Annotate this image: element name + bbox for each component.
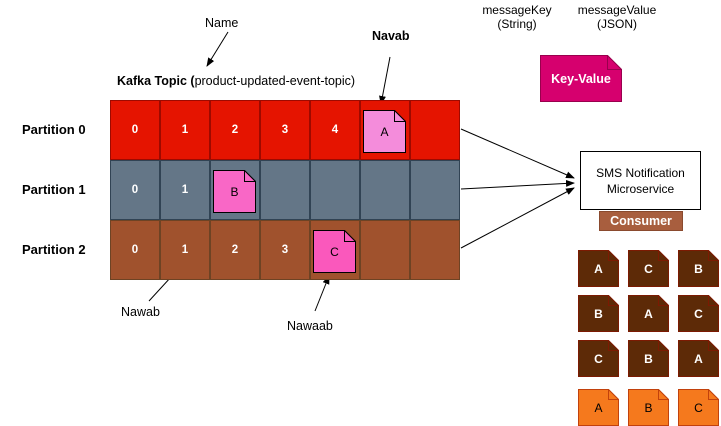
message-note-C: C: [313, 230, 356, 273]
consumed-note-r3-c1-label: B: [644, 400, 653, 415]
consumed-note-r2-c0-label: C: [594, 351, 603, 366]
consumed-note-r1-c2-label: C: [694, 306, 703, 321]
partition-0-cell-2: 2: [210, 100, 260, 160]
topic-title: Kafka Topic (product-updated-event-topic…: [117, 74, 355, 88]
partition-2-cell-6: [410, 220, 460, 280]
consumed-note-r1-c2: C: [678, 295, 719, 332]
partition-1-cell-0: 0: [110, 160, 160, 220]
key-value-note: Key-Value: [540, 55, 622, 102]
name-annotation: Name: [205, 16, 239, 30]
message-key-line1: messageKey: [482, 3, 552, 17]
message-note-A-label: A: [380, 124, 389, 139]
nawab-annotation: Nawab: [121, 305, 160, 319]
partition1-to-consumer-arrow: [460, 179, 575, 190]
partition-0-cell-0: 0: [110, 100, 160, 160]
partition-0-cell-1: 1: [160, 100, 210, 160]
consumed-note-r1-c1: A: [628, 295, 669, 332]
consumer-badge: Consumer: [599, 211, 683, 231]
partition-1-cell-4: [310, 160, 360, 220]
consumed-note-r2-c0: C: [578, 340, 619, 377]
consumed-note-r0-c0: A: [578, 250, 619, 287]
partition-2-cell-3: 3: [260, 220, 310, 280]
consumed-note-r3-c0: A: [578, 389, 619, 426]
topic-title-rest: product-updated-event-topic): [194, 74, 356, 88]
nawaab-arrow: [314, 275, 330, 312]
partition-label-0: Partition 0: [22, 122, 86, 137]
message-note-A: A: [363, 110, 406, 153]
sms-microservice-line1: SMS Notification: [596, 165, 685, 180]
partition2-to-consumer-arrow: [460, 187, 575, 249]
message-note-C-label: C: [330, 244, 339, 259]
topic-title-bold: Kafka Topic (: [117, 74, 195, 88]
partition-1-cell-5: [360, 160, 410, 220]
message-key-line2: (String): [497, 17, 537, 31]
nawaab-annotation: Nawaab: [287, 319, 333, 333]
key-value-note-label: Key-Value: [551, 71, 611, 86]
message-value-label: messageValue (JSON): [574, 3, 660, 31]
consumed-note-r3-c2-label: C: [694, 400, 703, 415]
consumed-note-r0-c1-label: C: [644, 261, 653, 276]
partition-0-cell-4: 4: [310, 100, 360, 160]
consumed-note-r1-c0-label: B: [594, 306, 603, 321]
partition-0-cell-3: 3: [260, 100, 310, 160]
consumed-note-r0-c2: B: [678, 250, 719, 287]
name-arrow: [206, 31, 229, 67]
partition0-to-consumer-arrow: [460, 128, 575, 179]
consumed-note-r1-c0: B: [578, 295, 619, 332]
consumed-note-r2-c2-label: A: [694, 351, 703, 366]
consumed-note-r0-c1: C: [628, 250, 669, 287]
partition-1-cell-1: 1: [160, 160, 210, 220]
partition-1-cell-3: [260, 160, 310, 220]
message-value-line2: (JSON): [597, 17, 637, 31]
consumed-note-r3-c0-label: A: [594, 400, 603, 415]
message-note-B-label: B: [230, 184, 239, 199]
sms-microservice-line2: Microservice: [606, 181, 675, 196]
partition-2-cell-0: 0: [110, 220, 160, 280]
partition-2-cell-1: 1: [160, 220, 210, 280]
consumed-note-r3-c2: C: [678, 389, 719, 426]
message-key-label: messageKey (String): [477, 3, 557, 31]
consumed-note-r2-c1: B: [628, 340, 669, 377]
sms-microservice-box: SMS Notification Microservice: [580, 151, 701, 210]
message-note-B: B: [213, 170, 256, 213]
consumed-note-r0-c0-label: A: [594, 261, 603, 276]
partition-2-cell-2: 2: [210, 220, 260, 280]
navab-annotation: Navab: [372, 29, 410, 43]
consumed-note-r1-c1-label: A: [644, 306, 653, 321]
consumed-note-r0-c2-label: B: [694, 261, 703, 276]
message-value-line1: messageValue: [577, 3, 657, 17]
partition-1-cell-6: [410, 160, 460, 220]
consumed-note-r2-c2: A: [678, 340, 719, 377]
partition-label-2: Partition 2: [22, 242, 86, 257]
consumed-note-r3-c1: B: [628, 389, 669, 426]
partition-2-cell-5: [360, 220, 410, 280]
partition-0-cell-6: [410, 100, 460, 160]
consumed-note-r2-c1-label: B: [644, 351, 653, 366]
partition-label-1: Partition 1: [22, 182, 86, 197]
navab-arrow: [379, 56, 391, 105]
